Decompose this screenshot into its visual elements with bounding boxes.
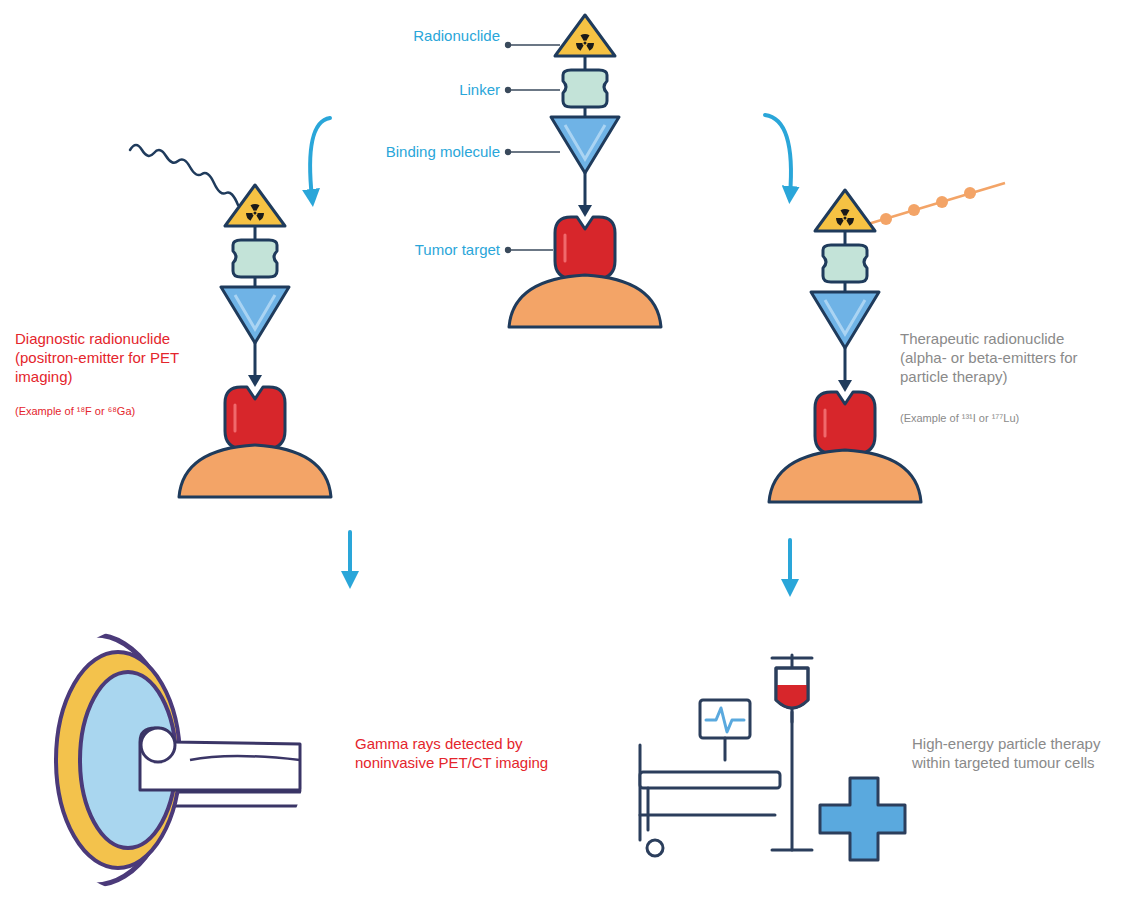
- particles: [880, 187, 976, 225]
- diagnostic-circle: Diagnostic radionuclide (positron-emitte…: [133, 213, 377, 457]
- therapeutic-icon: [769, 190, 921, 502]
- circle-outline: [25, 620, 305, 900]
- therapy-circle: High-energy particle therapy within targ…: [610, 630, 860, 880]
- flow-arrow: [788, 540, 792, 588]
- node-label: (Example of ¹³¹I or ¹⁷⁷Lu): [900, 412, 1100, 426]
- radiopharmaceutical-icon: [509, 15, 661, 327]
- leader-lines: [506, 43, 561, 253]
- particle-track: [868, 183, 1005, 224]
- node-label: Gamma rays detected by noninvasive PET/C…: [355, 735, 570, 773]
- diagnostic-icon: [179, 185, 331, 497]
- node-label: Linker: [459, 81, 500, 100]
- circle-outline: [610, 630, 860, 880]
- node-label: Radionuclide: [413, 27, 500, 46]
- node-label: Tumor target: [415, 241, 500, 260]
- node-label: Diagnostic radionuclide (positron-emitte…: [15, 330, 190, 386]
- therapeutic-circle: Therapeutic radionuclide (alpha- or beta…: [720, 225, 960, 465]
- medical-cross: [820, 778, 905, 860]
- node-label: High-energy particle therapy within targ…: [912, 735, 1112, 773]
- gamma-wave: [130, 145, 238, 205]
- node-label: Binding molecule: [386, 143, 500, 162]
- node-label: (Example of ¹⁸F or ⁶⁸Ga): [15, 405, 190, 419]
- flow-arrow: [310, 118, 330, 198]
- central-circle: RadionuclideLinkerBinding moleculeTumor …: [340, 20, 700, 290]
- flow-arrow: [765, 115, 791, 195]
- pet-scanner: [15, 635, 320, 885]
- imaging-circle: Gamma rays detected by noninvasive PET/C…: [25, 620, 305, 900]
- hospital-bed: [640, 655, 812, 856]
- node-label: Therapeutic radionuclide (alpha- or beta…: [900, 330, 1100, 386]
- flow-arrow: [348, 532, 352, 580]
